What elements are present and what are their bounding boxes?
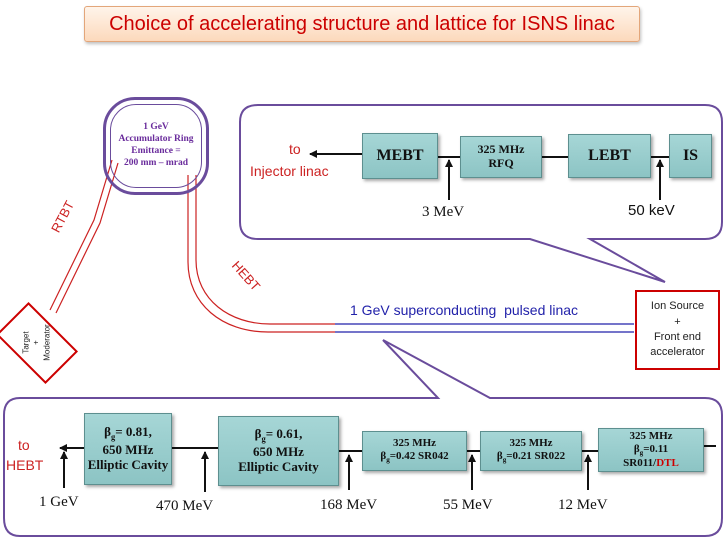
ring-emittance-value: 200 mm – mrad	[123, 157, 189, 168]
elliptic-cavity-081-box: βg= 0.81, 650 MHz Elliptic Cavity	[84, 413, 172, 485]
ring-energy: 1 GeV	[143, 122, 169, 133]
to-label-main: to	[18, 437, 30, 453]
energy-55mev: 55 MeV	[443, 497, 493, 513]
hebt-line	[195, 175, 335, 325]
energy-50kev: 50 keV	[628, 202, 675, 219]
energy-168mev: 168 MeV	[320, 497, 378, 513]
accumulator-ring-inner: 1 GeV Accumulator Ring Emittance = 200 m…	[110, 104, 202, 188]
target-text: Target + Moderator	[21, 324, 52, 362]
energy-1gev: 1 GeV	[39, 494, 79, 510]
energy-3mev: 3 MeV	[422, 204, 465, 220]
front-end-callout	[239, 104, 723, 283]
rfq-box: 325 MHz RFQ	[460, 136, 542, 178]
ring-name: Accumulator Ring	[118, 134, 194, 145]
slide-title: Choice of accelerating structure and lat…	[84, 6, 640, 42]
ring-emittance-label: Emittance =	[131, 146, 181, 156]
mebt-box: MEBT	[362, 133, 438, 179]
to-label-front: to	[289, 141, 301, 157]
hebt-label-main: HEBT	[6, 457, 44, 473]
energy-470mev: 470 MeV	[156, 498, 214, 514]
main-linac-callout	[3, 339, 723, 537]
sr022-box: 325 MHz βg=0.21 SR022	[480, 431, 582, 471]
linac-label: 1 GeV superconducting pulsed linac	[350, 302, 579, 318]
is-box: IS	[669, 134, 712, 178]
sr011-dtl-box: 325 MHz βg=0.11 SR011/DTL	[598, 428, 704, 472]
sr042-box: 325 MHz βg=0.42 SR042	[362, 431, 467, 471]
energy-12mev: 12 MeV	[558, 497, 608, 513]
lebt-box: LEBT	[568, 134, 651, 178]
injector-linac-label: Injector linac	[250, 163, 329, 179]
elliptic-cavity-061-box: βg= 0.61, 650 MHz Elliptic Cavity	[218, 416, 339, 486]
accumulator-ring: 1 GeV Accumulator Ring Emittance = 200 m…	[103, 97, 209, 195]
rtbt-line	[49, 159, 113, 311]
ion-source-box: Ion Source + Front end accelerator	[635, 290, 720, 370]
